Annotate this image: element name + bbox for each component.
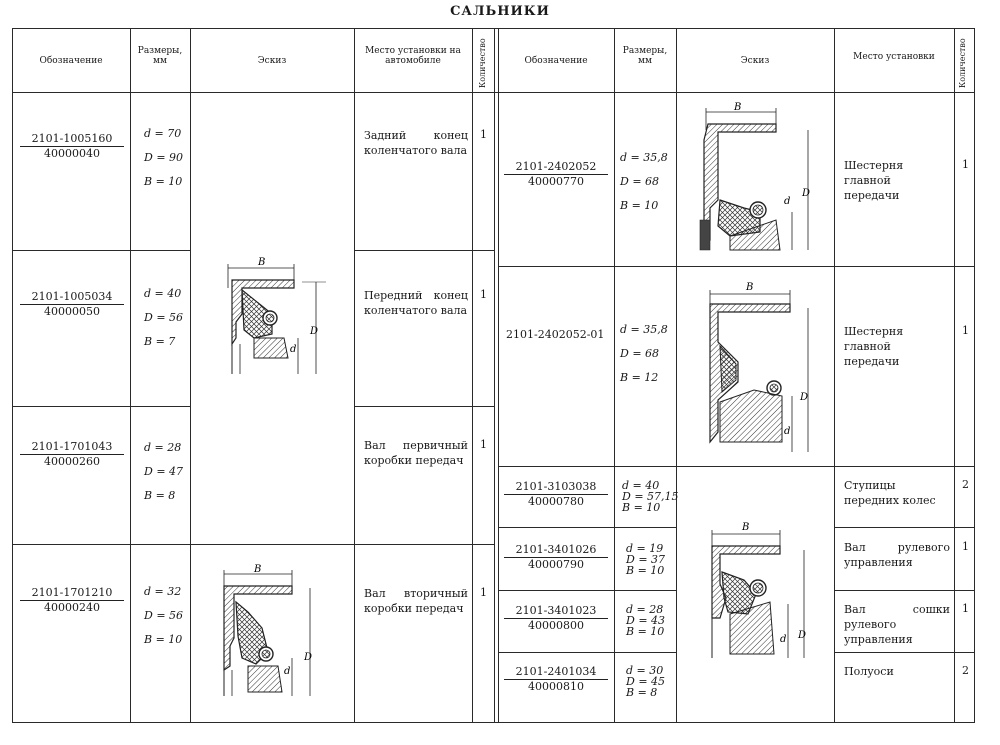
right-row-6-qty: 2 — [962, 664, 969, 677]
right-row-4-place: Вал рулевого управления — [844, 541, 950, 569]
right-row-2-code: 2101-2402052-01 — [506, 328, 605, 341]
sketch-label-D: D — [303, 652, 312, 663]
right-row-6-place: Полуоси — [844, 665, 894, 678]
sketch-label-d: d — [284, 666, 290, 677]
sketch-label-B: B — [741, 522, 749, 533]
page-title: САЛЬНИКИ — [450, 4, 550, 19]
sketch-label-d: d — [784, 196, 790, 207]
sketch-label-B: B — [733, 102, 741, 113]
header-sketch-right: Эскиз — [740, 56, 770, 66]
sketch-label-D: D — [801, 188, 810, 199]
sketch-label-B: B — [745, 282, 753, 293]
right-row-5-place: Вал сошки рулевого управления — [844, 603, 950, 646]
right-row-2-place: Шестерня главной передачи — [844, 325, 904, 368]
left-row-2-place: Передний конец коленчатого вала — [364, 289, 468, 317]
right-row-2-qty: 1 — [962, 324, 969, 337]
right-row-5-qty: 1 — [962, 602, 969, 615]
left-row-4-qty: 1 — [480, 586, 487, 599]
sketch-label-d: d — [784, 426, 790, 437]
sketch-label-B: B — [253, 564, 261, 575]
right-row-4-qty: 1 — [962, 540, 969, 553]
seal-sketch-left-upper: B D d — [227, 257, 326, 374]
header-place-right: Место установки — [853, 52, 935, 62]
sketch-label-d: d — [780, 634, 786, 645]
header-place-left: Место установки на автомобиле — [365, 46, 461, 66]
seal-sketch-right-1: B D d — [699, 102, 810, 251]
header-sketch-left: Эскиз — [257, 56, 287, 66]
left-row-3-qty: 1 — [480, 438, 487, 451]
seal-sketch-right-3: B D d — [711, 522, 806, 658]
right-row-3-place: Ступицы передних колес — [844, 479, 936, 507]
right-row-1-place: Шестерня главной передачи — [844, 159, 904, 202]
sketch-label-d: d — [290, 344, 296, 355]
right-row-1-qty: 1 — [962, 158, 969, 171]
left-row-1-place: Задний конец коленчатого вала — [364, 129, 468, 157]
header-sizes-left: Размеры, мм — [137, 46, 183, 66]
right-row-3-qty: 2 — [962, 478, 969, 491]
left-row-2-qty: 1 — [480, 288, 487, 301]
header-designation-left: Обозначение — [39, 56, 103, 66]
left-row-3-place: Вал первичный коробки передач — [364, 439, 468, 467]
sketch-label-D: D — [309, 326, 318, 337]
seal-sketch-left-lower: B D d — [223, 564, 312, 696]
header-sizes-right: Размеры, мм — [622, 46, 668, 66]
header-qty-left: Количество — [478, 38, 487, 88]
sketch-label-D: D — [797, 630, 806, 641]
sketch-label-B: B — [257, 257, 265, 268]
seal-sketch-right-2: B D d — [709, 282, 809, 452]
sketch-label-D: D — [799, 392, 808, 403]
left-row-1-qty: 1 — [480, 128, 487, 141]
header-qty-right: Количество — [958, 38, 967, 88]
header-designation-right: Обозначение — [524, 56, 588, 66]
left-row-4-place: Вал вторичный коробки передач — [364, 587, 468, 615]
